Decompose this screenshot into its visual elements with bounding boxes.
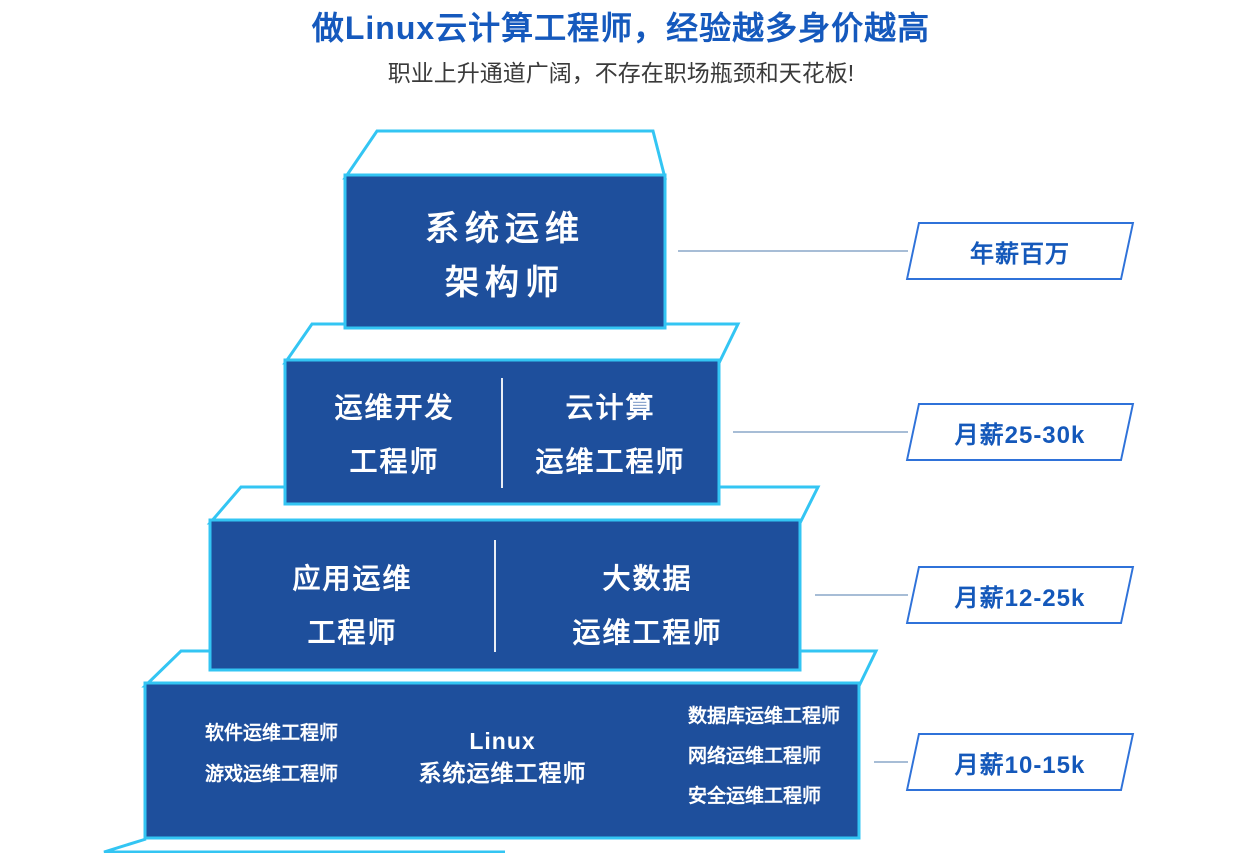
tier3-left-line1: 应用运维 [292, 563, 413, 594]
salary-badge-tier2: 月薪25-30k [912, 403, 1128, 461]
tier4-right-jobs: 数据库运维工程师 网络运维工程师 安全运维工程师 [688, 697, 868, 817]
tier4-left-job-2: 游戏运维工程师 [205, 764, 339, 785]
tier4-center-line1: Linux [469, 728, 536, 754]
tier2-left-line2: 工程师 [349, 446, 440, 477]
tier2-right-line1: 云计算 [565, 392, 656, 423]
tier1-front-face [343, 173, 667, 330]
tier3-right-label: 大数据 运维工程师 [495, 552, 800, 660]
tier3-left-line2: 工程师 [307, 617, 398, 648]
page-subtitle: 职业上升通道广阔，不存在职场瓶颈和天花板! [387, 60, 855, 86]
page-title: 做Linux云计算工程师，经验越多身价越高 [311, 10, 931, 46]
tier3-right-line2: 运维工程师 [572, 617, 723, 648]
tier2-top-face [282, 322, 741, 365]
tier4-center-line2: 系统运维工程师 [418, 760, 587, 786]
tier3-right-line1: 大数据 [602, 563, 693, 594]
tier1-label: 系统运维 架构师 [345, 202, 665, 310]
tier4-left-jobs: 软件运维工程师 游戏运维工程师 [205, 713, 375, 795]
salary-badge-tier2-text: 月薪25-30k [954, 421, 1086, 449]
tier2-left-line1: 运维开发 [334, 392, 455, 423]
salary-badge-tier3: 月薪12-25k [912, 566, 1128, 624]
salary-badge-tier3-text: 月薪12-25k [954, 584, 1086, 612]
tier4-base-edge [103, 837, 505, 853]
tier3-front-face [208, 518, 802, 672]
tier2-right-label: 云计算 运维工程师 [502, 381, 719, 489]
tier4-front-face [143, 681, 861, 840]
tier4-center-label: Linux 系统运维工程师 [390, 725, 615, 789]
salary-badge-tier4: 月薪10-15k [912, 733, 1128, 791]
tier4-right-job-3: 安全运维工程师 [688, 786, 822, 807]
tier1-line2: 架构师 [445, 264, 565, 302]
salary-badge-tier4-text: 月薪10-15k [954, 751, 1086, 779]
tier1-top-face [342, 129, 667, 180]
tier3-left-label: 应用运维 工程师 [210, 552, 495, 660]
salary-badge-tier1-text: 年薪百万 [970, 240, 1070, 268]
tier4-right-job-2: 网络运维工程师 [688, 746, 822, 767]
tier4-left-job-1: 软件运维工程师 [205, 723, 339, 744]
salary-badge-tier1: 年薪百万 [912, 222, 1128, 280]
tier2-left-label: 运维开发 工程师 [287, 381, 502, 489]
tier2-right-line2: 运维工程师 [535, 446, 686, 477]
tier1-line1: 系统运维 [425, 210, 585, 248]
tier4-right-job-1: 数据库运维工程师 [688, 706, 841, 727]
